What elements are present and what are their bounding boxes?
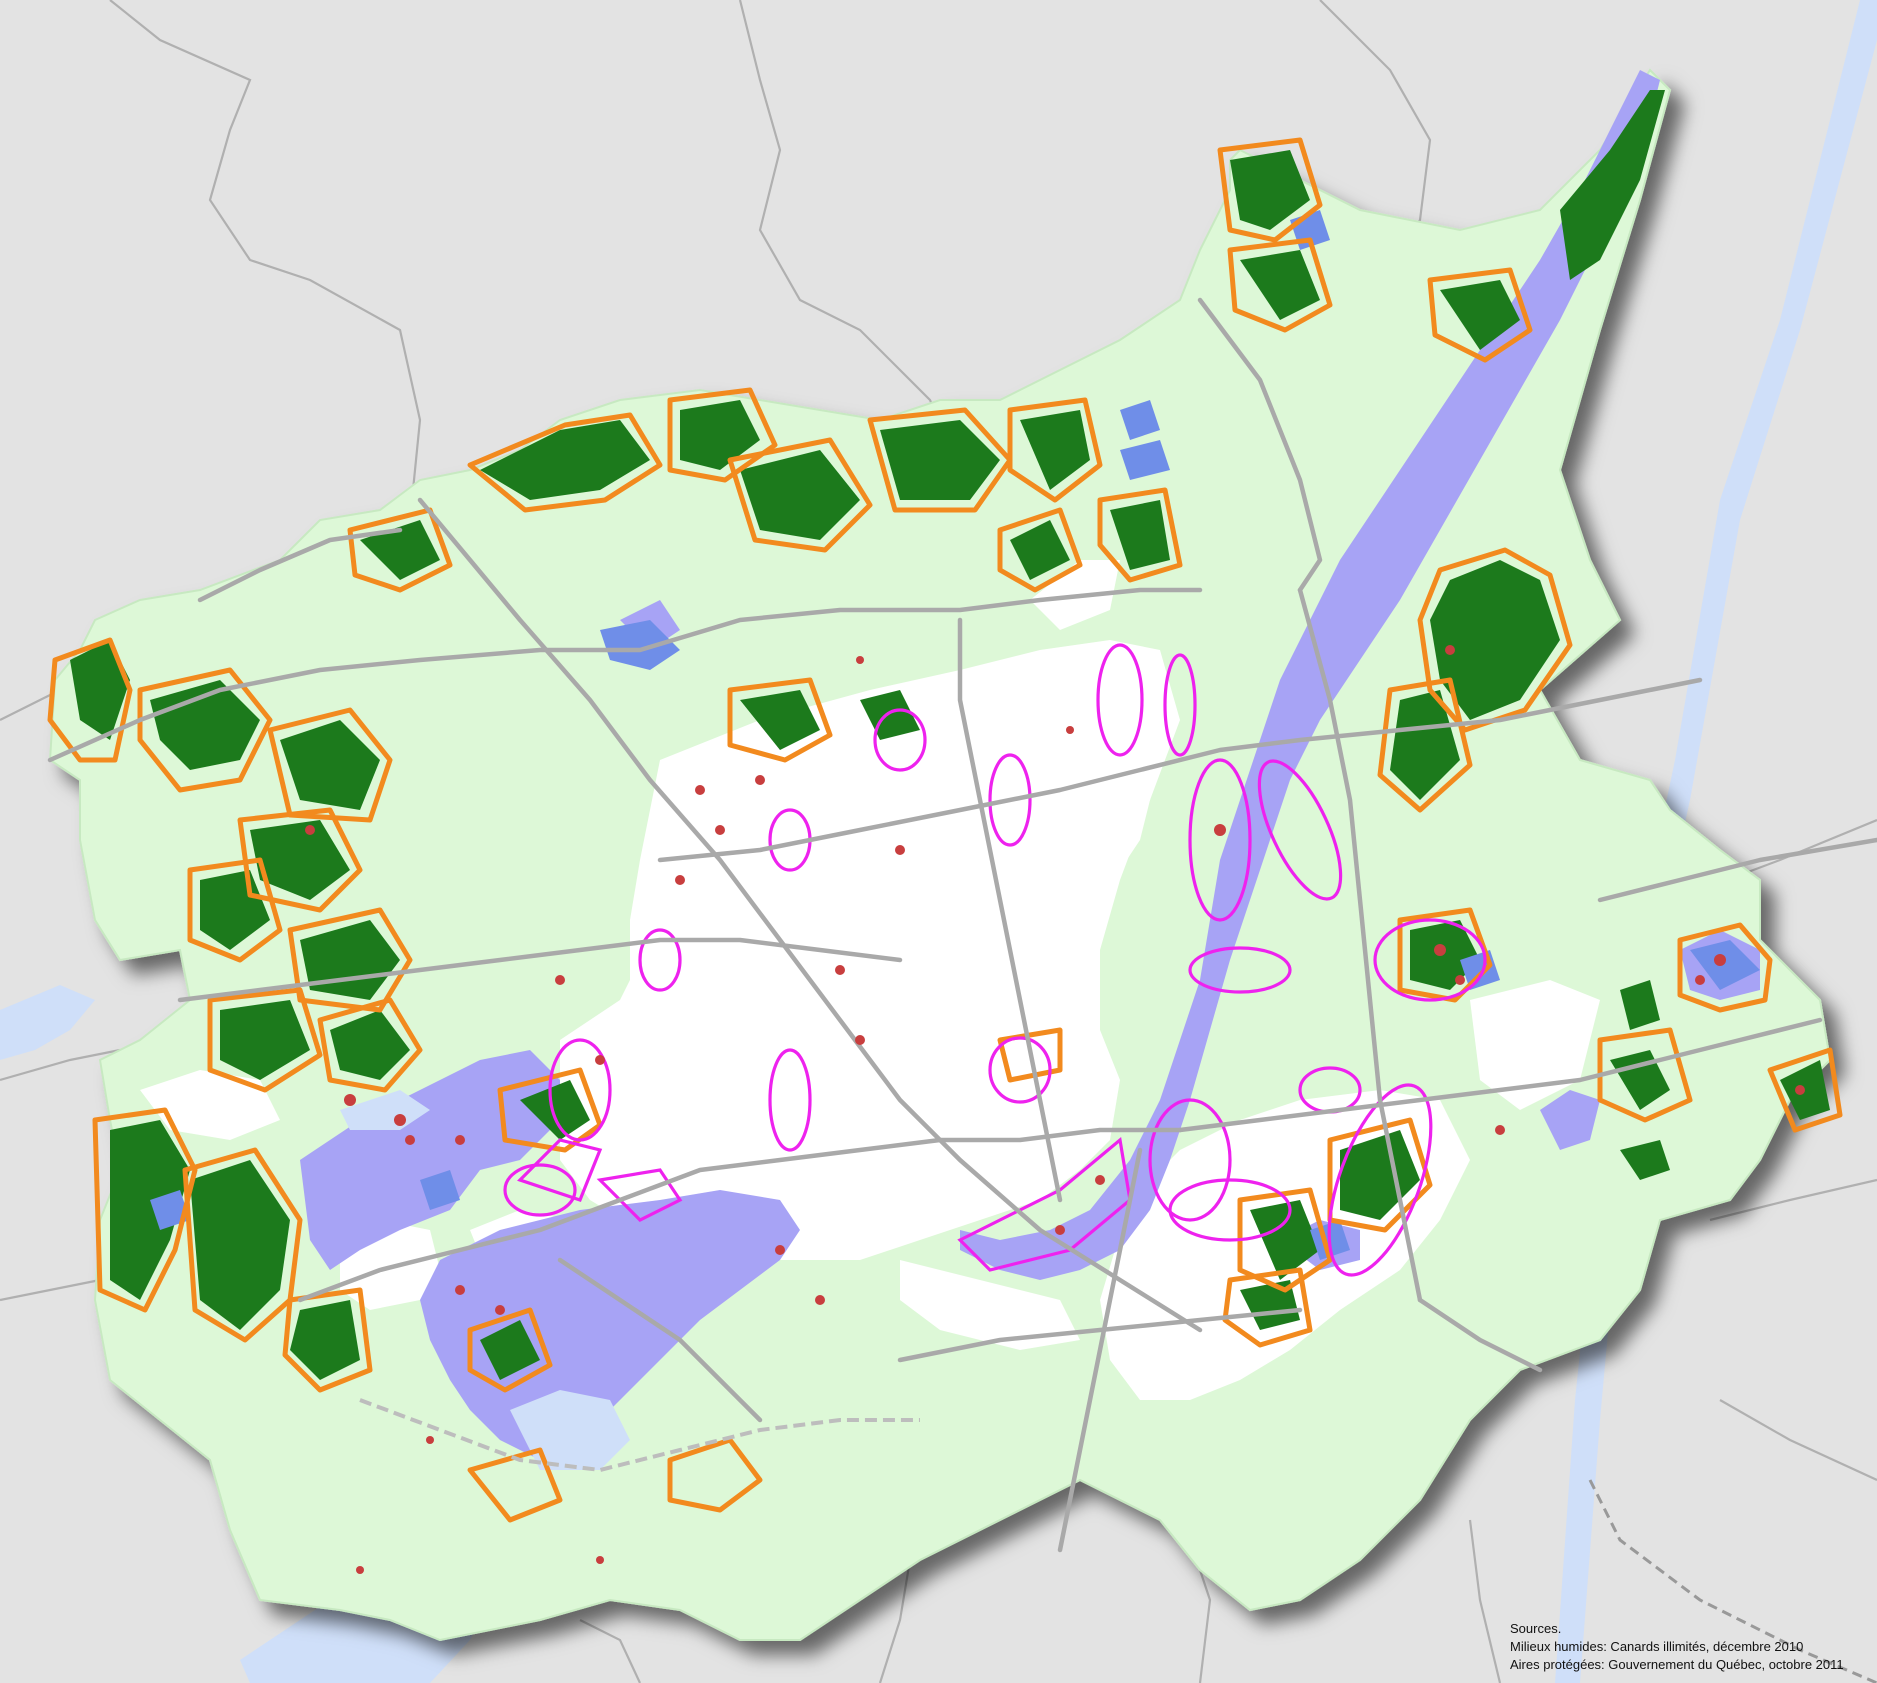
protected-areas-layer [47,137,1843,1523]
sources-protected-areas-line: Aires protégées: Gouvernement du Québec,… [1510,1657,1844,1672]
lake-saint-louis [420,1190,800,1460]
sources-heading: Sources. [1510,1621,1562,1636]
sources-wetlands-line: Milieux humides: Canards illimités, déce… [1510,1639,1804,1654]
roads-layer [47,297,1877,1553]
lake-two-mountains [300,1050,560,1270]
sources-note: Sources. Milieux humides: Canards illimi… [1510,1620,1844,1674]
water-layer [300,70,1760,1460]
railway [359,1398,920,1473]
saint-lawrence-river [960,70,1660,1280]
railway-outer [1588,1479,1877,1683]
sites-layer [305,645,1805,1574]
corridors-layer [503,643,1487,1277]
